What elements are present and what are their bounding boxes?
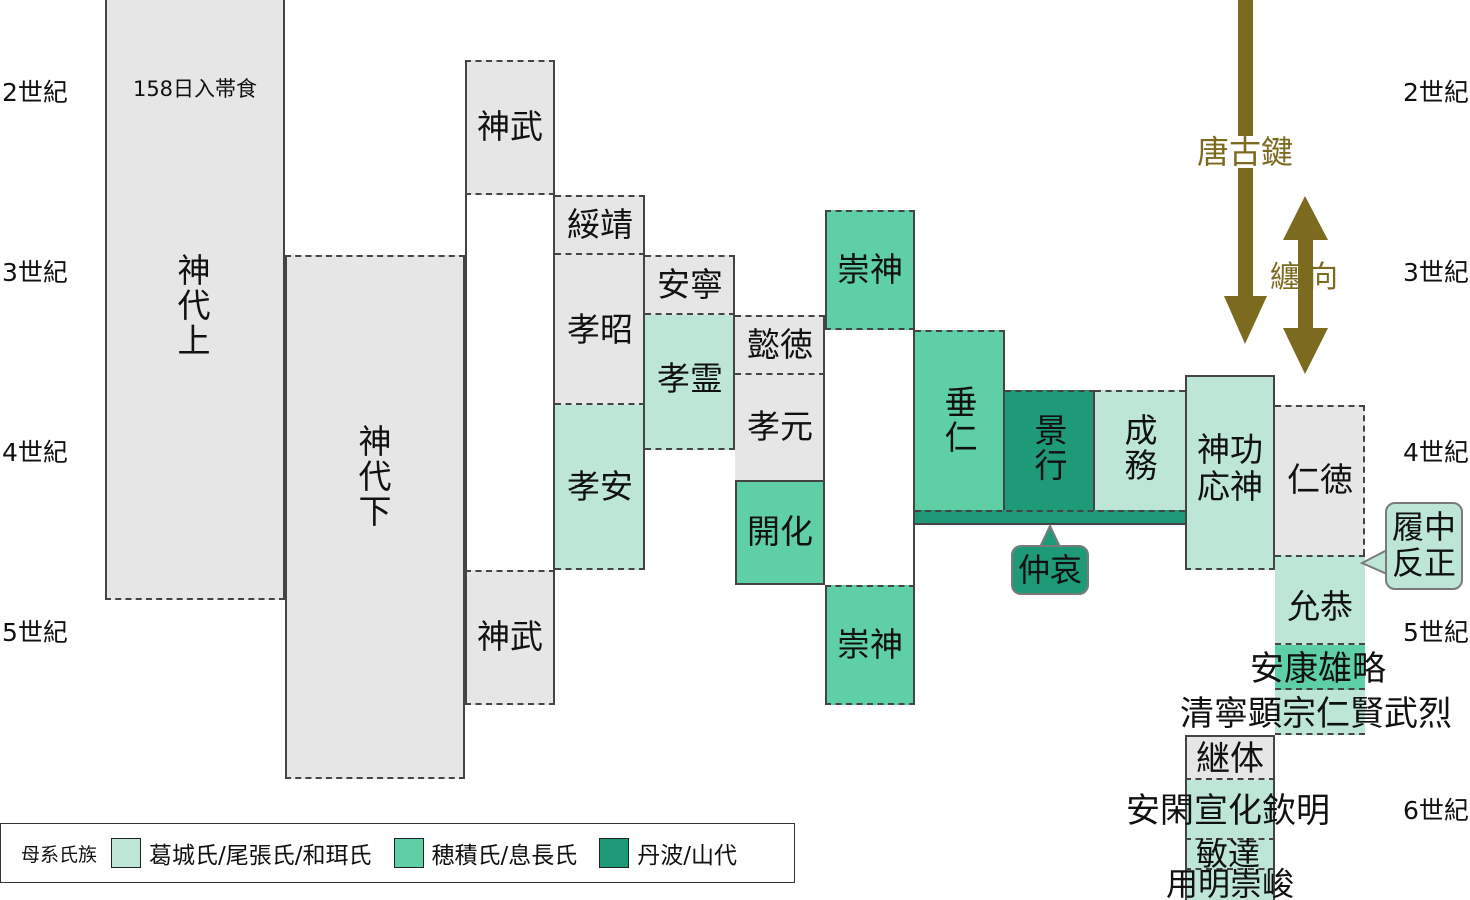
korei-label: 孝霊 [657,359,723,398]
jimmu-upper-block [465,60,555,195]
annei-block [645,255,735,315]
century-label-4-right: 4世紀 [1403,438,1469,467]
kosho-block [555,255,645,405]
makimuku-arrow-head-up [1283,196,1328,240]
koan-label: 孝安 [567,467,633,506]
ingyo-block [1275,555,1365,645]
ankan-row-label: 安閑宣化欽明 [1126,791,1330,831]
jimmu-upper-label: 神武 [477,107,543,146]
jimmu-gap [465,195,555,570]
legend-title: 母系氏族 [21,843,98,866]
korei-block [645,315,735,450]
ojin-label: 応神 [1197,466,1263,506]
kamiyo-jo-top-label: 158日入帯食 [132,77,258,101]
kosho-label: 孝昭 [567,310,633,349]
bidatsu-label: 敏達 [1196,835,1261,873]
keiko-block [1005,390,1095,510]
kogen-block [735,375,825,480]
ingyo-label: 允恭 [1287,587,1353,626]
anko-yuryaku-block [1275,645,1365,690]
kamiyo-ge-label: 神代下 [353,424,392,529]
legend: 母系氏族 葛城氏/尾張氏/和珥氏 穂積氏/息長氏 丹波/山代 [0,823,795,883]
seinei-row-label: 清寧顕宗仁賢武烈 [1180,694,1452,734]
jingu-ojin-label: 神功 応神 [1185,430,1275,506]
sujin-lower-label: 崇神 [837,625,903,664]
century-label-2-right: 2世紀 [1403,78,1469,107]
richu-label: 履中 [1391,508,1456,546]
hanzei-label: 反正 [1391,543,1456,582]
legend-item-light: 葛城氏/尾張氏/和珥氏 [149,843,372,869]
jingu-ojin-block [1185,375,1275,570]
makimuku-label: 纏向 [1270,260,1346,295]
kogen-label: 孝元 [747,407,813,446]
richu-hanzei-bubble [1385,502,1463,590]
sujin-upper-label: 崇神 [837,250,903,289]
sujin-upper-block [825,210,915,330]
jimmu-lower-label: 神武 [477,617,543,656]
keitai-label: 継体 [1196,739,1264,779]
anko-yuryaku-label: 安康雄略 [1250,649,1386,689]
chuai-bubble [1011,545,1089,595]
nintoku-label: 仁徳 [1287,460,1353,499]
suizei-block [555,195,645,255]
suinin-label: 垂仁 [939,385,978,455]
richu-hanzei-label: 履中 反正 [1385,508,1463,582]
makimuku-arrow-head-down [1283,328,1328,374]
seimu-label: 成務 [1119,413,1158,483]
century-label-5-left: 5世紀 [2,618,68,647]
yomei-row-block [1185,870,1275,900]
koan-block [555,405,645,570]
legend-item-dark: 丹波/山代 [637,843,738,869]
suinin-block [915,330,1005,510]
century-label-5-right: 5世紀 [1403,618,1469,647]
legend-swatch-light [111,838,142,868]
karako-kagi-label: 唐古鍵 [1195,133,1296,171]
richu-bubble-pointer [1359,548,1388,576]
kamiyo-jo-block [105,0,285,600]
century-label-3-left: 3世紀 [2,258,68,287]
sujin-lower-block [825,585,915,705]
kamiyo-ge-block [285,255,465,779]
legend-item-mid: 穂積氏/息長氏 [431,843,578,869]
century-label-2-left: 2世紀 [2,78,68,107]
nintoku-block [1275,405,1365,555]
sujin-gap [825,330,915,585]
keiko-label: 景行 [1029,413,1068,483]
jimmu-lower-block [465,570,555,705]
kamiyo-jo-label: 神代上 [172,253,211,358]
century-label-3-right: 3世紀 [1403,258,1469,287]
annei-label: 安寧 [657,265,723,304]
jingu-label: 神功 [1197,430,1263,469]
kaika-block [735,480,825,585]
century-label-4-left: 4世紀 [2,438,68,467]
legend-swatch-dark [599,838,630,868]
yomei-row-label: 用明崇峻 [1166,865,1295,900]
seinei-row-block [1275,690,1365,735]
legend-swatch-mid [393,838,424,868]
century-label-6-right: 6世紀 [1403,796,1469,825]
itoku-label: 懿徳 [747,325,813,364]
suizei-label: 綏靖 [567,205,633,244]
karako-arrow-head [1224,296,1267,344]
bidatsu-block [1185,840,1275,870]
kaika-label: 開化 [747,512,813,551]
seimu-block [1095,390,1185,510]
ankan-row-block [1185,780,1275,840]
makimuku-arrow-shaft [1298,236,1313,332]
chuai-label: 仲哀 [1017,551,1082,589]
itoku-block [735,315,825,375]
keitai-block [1185,735,1275,780]
